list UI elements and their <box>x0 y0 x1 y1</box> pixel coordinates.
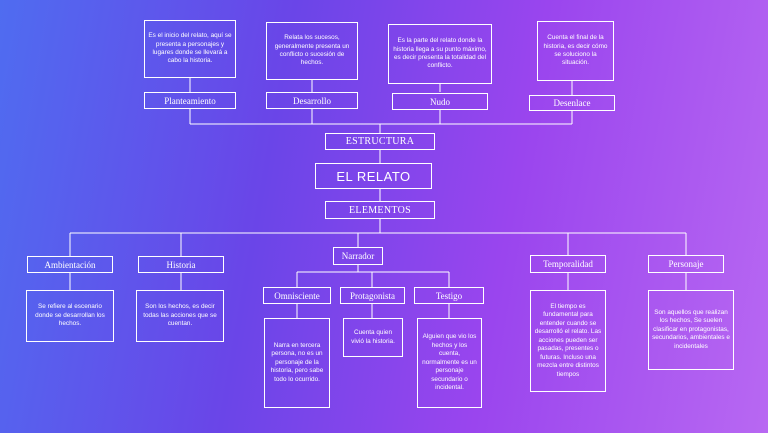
historia-description: Son los hechos, es decir todas las accio… <box>136 290 224 342</box>
testigo-description: Alguien que vio los hechos y los cuenta,… <box>417 318 482 408</box>
nudo-node: Nudo <box>392 93 488 110</box>
protagonista-description: Cuenta quien vivió la historia. <box>343 318 403 357</box>
desenlace-node: Desenlace <box>529 95 615 111</box>
narrador-node: Narrador <box>333 247 383 265</box>
temporalidad-description: El tiempo es fundamental para entender c… <box>530 290 606 392</box>
testigo-node: Testigo <box>414 287 484 304</box>
planteamiento-node: Planteamiento <box>144 92 236 109</box>
omnisciente-description: Narra en tercera persona, no es un perso… <box>264 318 330 408</box>
planteamiento-description: Es el inicio del relato, aquí se present… <box>144 20 236 78</box>
temporalidad-node: Temporalidad <box>530 255 606 273</box>
estructura-node: ESTRUCTURA <box>325 133 435 150</box>
elementos-node: ELEMENTOS <box>325 201 435 219</box>
personaje-node: Personaje <box>648 255 724 273</box>
protagonista-node: Protagonista <box>340 287 405 304</box>
historia-node: Historia <box>138 256 224 273</box>
ambientacion-description: Se refiere al escenario donde se desarro… <box>26 290 114 342</box>
nudo-description: Es la parte del relato donde la historia… <box>388 24 492 84</box>
desarrollo-description: Relata los sucesos, generalmente present… <box>266 22 358 80</box>
el-relato-title: EL RELATO <box>315 163 432 189</box>
ambientacion-node: Ambientación <box>27 256 113 273</box>
desarrollo-node: Desarrollo <box>266 92 358 109</box>
personaje-description: Son aquellos que realizan los hechos, Se… <box>648 290 734 370</box>
omnisciente-node: Omnisciente <box>263 287 331 304</box>
desenlace-description: Cuenta el final de la historia, es decir… <box>537 21 614 81</box>
